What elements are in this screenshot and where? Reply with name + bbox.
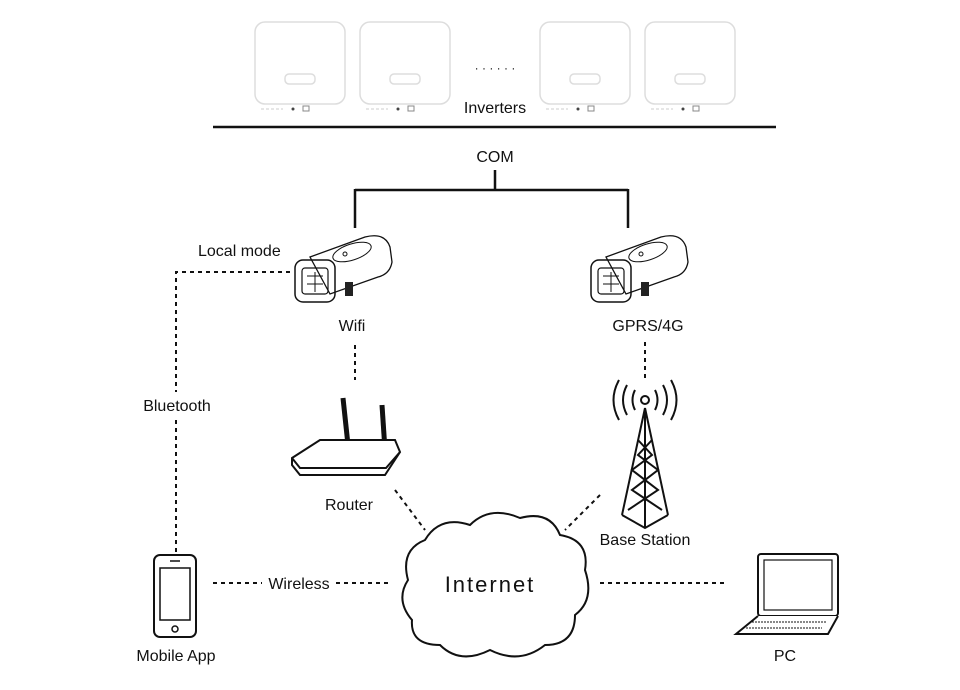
pc-label: PC: [774, 648, 796, 665]
gprs-label: GPRS/4G: [612, 318, 683, 335]
router-icon: [291, 397, 402, 476]
com-label: COM: [476, 149, 513, 166]
wifi-label: Wifi: [339, 318, 366, 335]
inverter-4: [644, 21, 736, 112]
router-label: Router: [325, 497, 374, 514]
bluetooth-link: [175, 271, 290, 552]
router-internet-link: [394, 489, 426, 531]
inverter-1: [254, 21, 346, 112]
internet-cloud-icon: [401, 511, 590, 658]
mobile-app-label: Mobile App: [136, 648, 215, 665]
wireless-label: Wireless: [268, 576, 329, 593]
inverter-2: [359, 21, 451, 112]
inverter-ellipsis: · · · · · ·: [475, 61, 516, 75]
local-mode-label: Local mode: [198, 243, 281, 260]
com-branch: [353, 170, 630, 228]
base-station-icon: [612, 379, 678, 530]
wifi-dongle: [294, 235, 393, 303]
mobile-phone-icon: [153, 554, 197, 638]
tower-internet-link: [564, 494, 601, 531]
inverter-3: [539, 21, 631, 112]
laptop-icon: [733, 553, 839, 635]
inverters-label: Inverters: [464, 100, 526, 117]
internet-label: Internet: [445, 572, 536, 597]
base-station-label: Base Station: [600, 532, 691, 549]
bluetooth-label: Bluetooth: [143, 398, 211, 415]
gprs-dongle: [590, 235, 689, 303]
